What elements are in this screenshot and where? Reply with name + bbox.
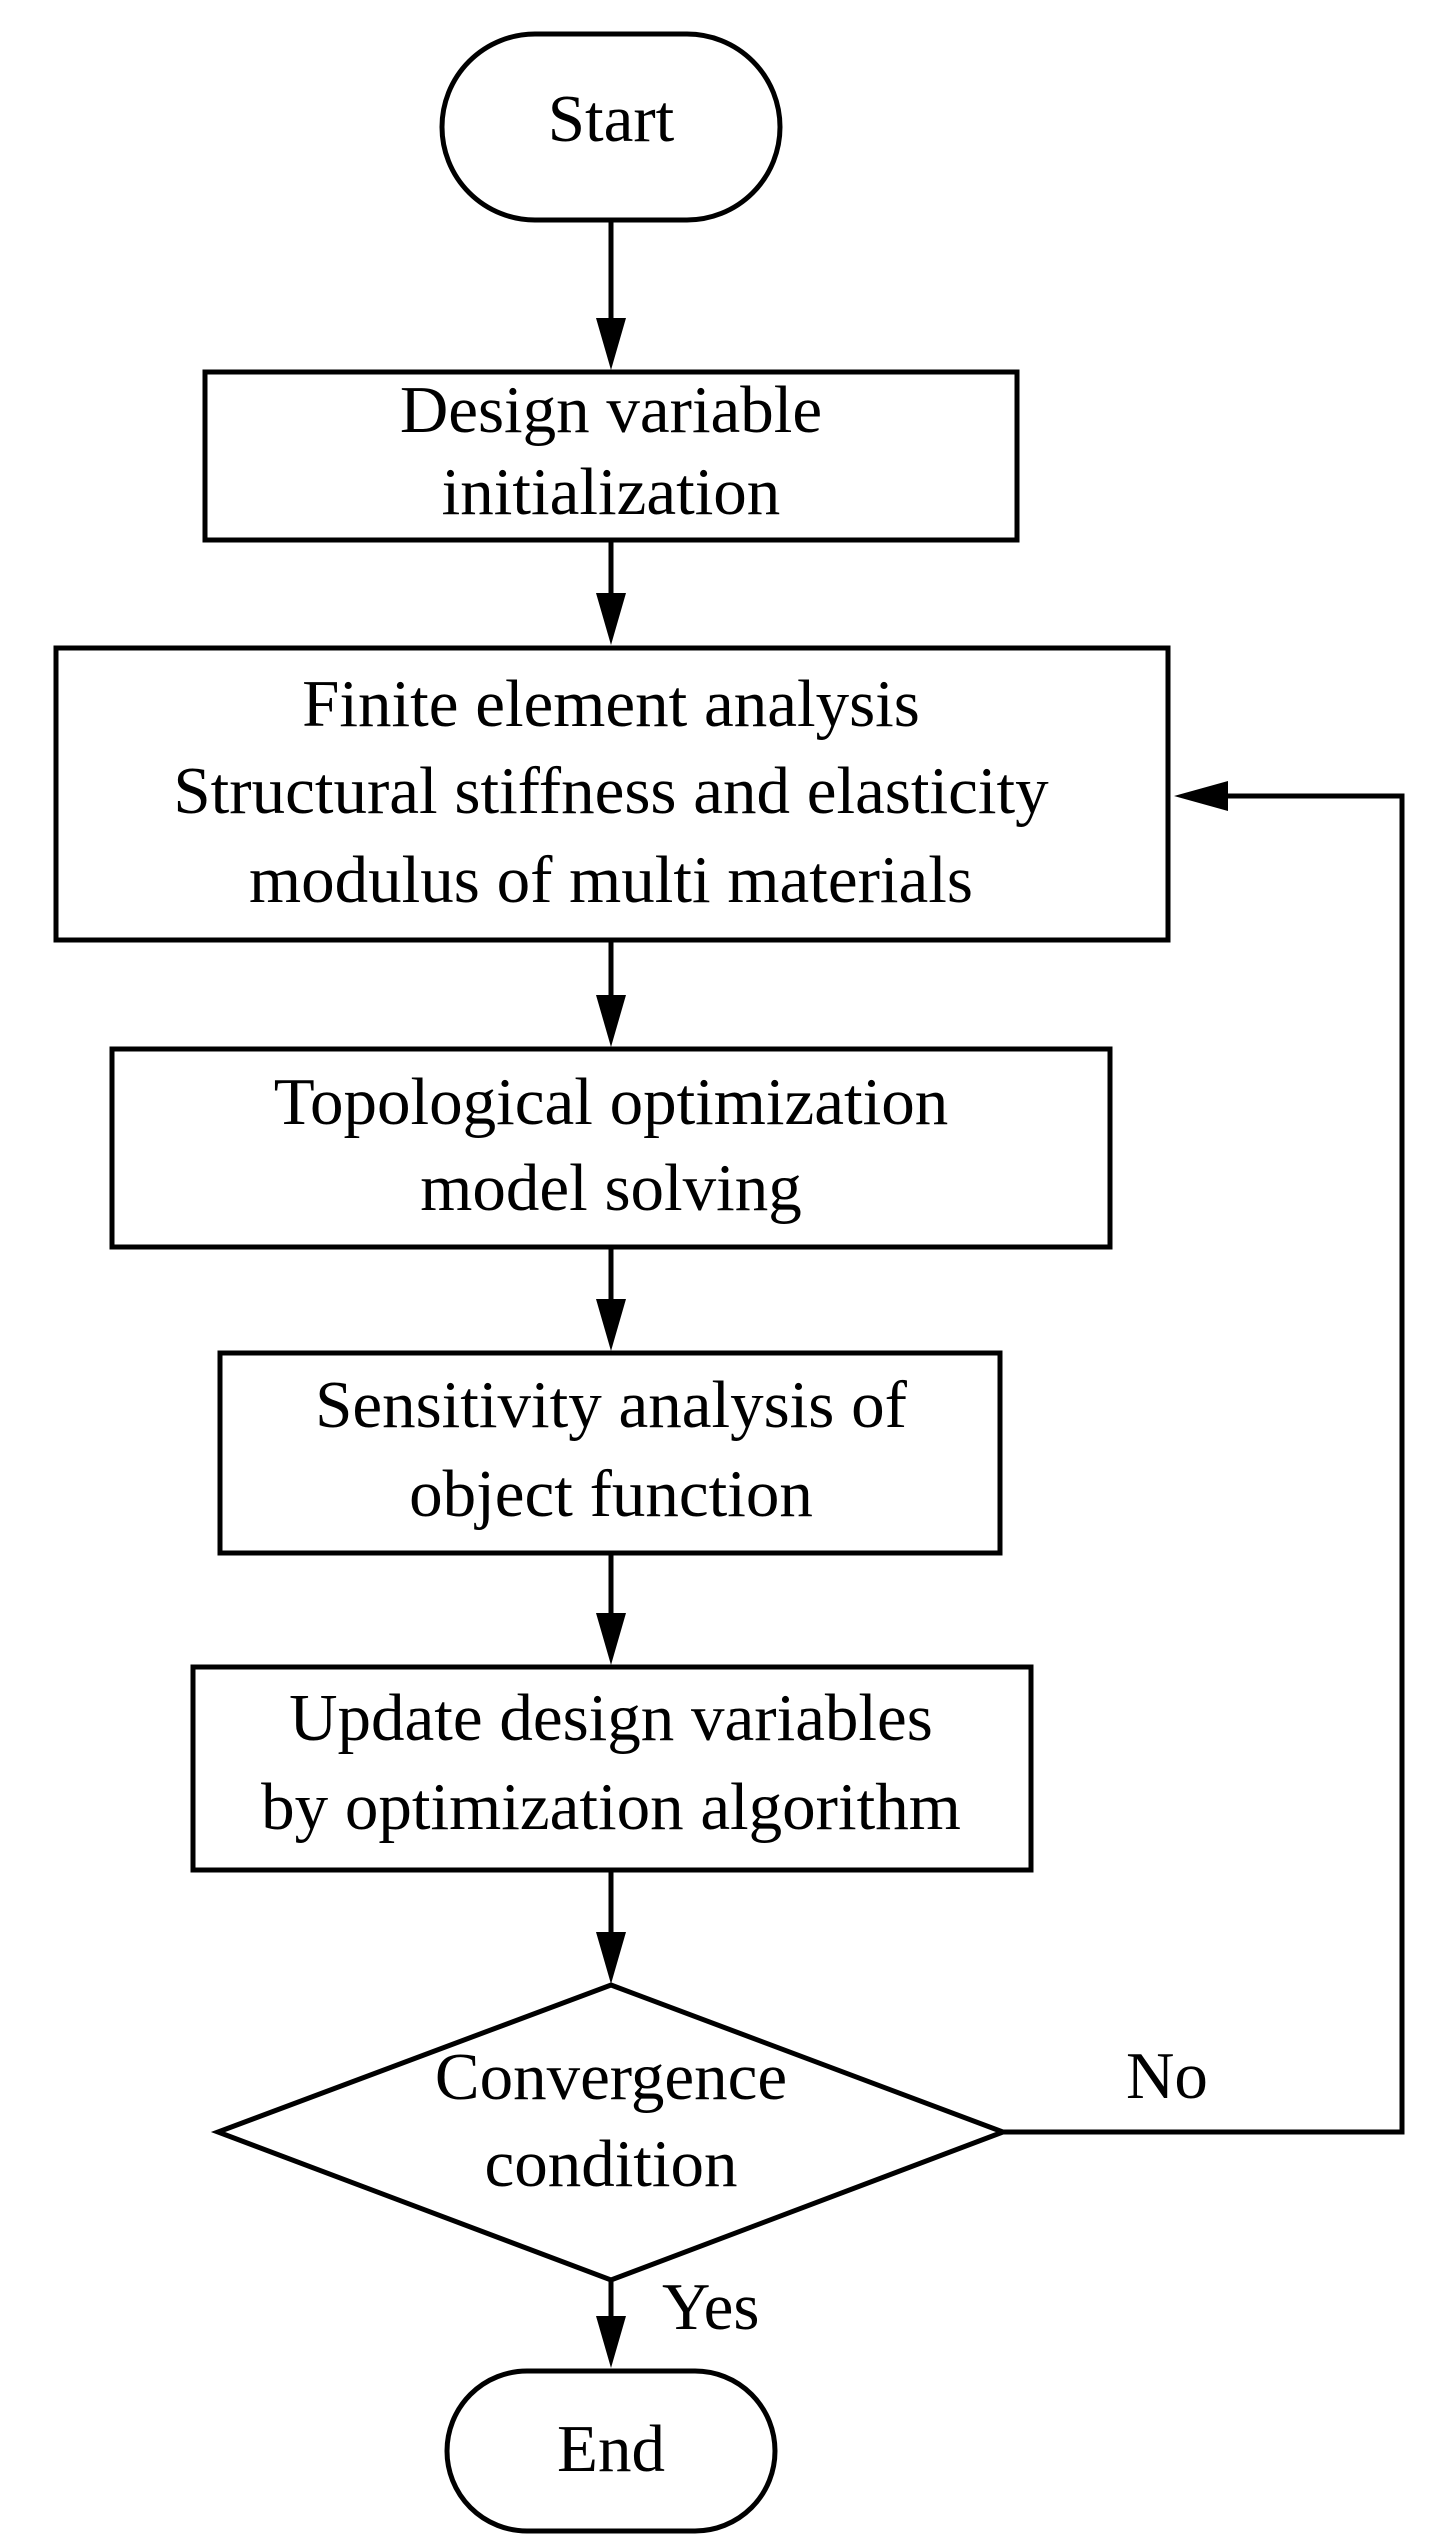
end-label: End [557, 2412, 665, 2486]
decision-convergence-condition: Convergence condition [210, 1982, 1011, 2283]
arrow-topology-to-sensitivity [596, 1249, 626, 1351]
step-design-variable-initialization: Design variable initialization [202, 369, 1020, 543]
step-4-line-2: object function [409, 1457, 813, 1531]
step-3-line-2: model solving [420, 1151, 802, 1225]
step-finite-element-analysis: Finite element analysis Structural stiff… [53, 645, 1171, 943]
arrow-start-to-init [596, 222, 626, 370]
step-2-line-2: Structural stiffness and elasticity [173, 754, 1049, 828]
step-4-line-1: Sensitivity analysis of [315, 1368, 908, 1442]
yes-label: Yes [662, 2270, 760, 2344]
decision-line-2: condition [484, 2127, 737, 2201]
step-topological-optimization: Topological optimization model solving [109, 1046, 1113, 1250]
step-1-line-1: Design variable [400, 373, 822, 447]
start-label: Start [548, 82, 675, 156]
step-5-line-1: Update design variables [289, 1681, 933, 1755]
step-2-box [53, 645, 1171, 943]
arrow-yes-to-end [596, 2280, 626, 2368]
step-1-box [202, 369, 1020, 543]
step-update-design-variables: Update design variables by optimization … [190, 1664, 1034, 1873]
arrow-no-loop-to-fea [1003, 781, 1405, 2135]
step-2-line-3: modulus of multi materials [249, 843, 973, 917]
decision-line-1: Convergence [435, 2040, 787, 2114]
step-4-box [217, 1350, 1003, 1556]
step-5-line-2: by optimization algorithm [261, 1770, 961, 1844]
arrow-sensitivity-to-update [596, 1555, 626, 1665]
arrow-fea-to-topology [596, 942, 626, 1047]
start-node: Start [439, 31, 783, 223]
end-node-shape [444, 2368, 778, 2534]
step-sensitivity-analysis: Sensitivity analysis of object function [217, 1350, 1003, 1556]
step-3-line-1: Topological optimization [274, 1065, 948, 1139]
arrow-init-to-fea [596, 542, 626, 645]
step-5-box [190, 1664, 1034, 1873]
step-2-line-1: Finite element analysis [302, 667, 920, 741]
arrow-update-to-decision [596, 1872, 626, 1984]
step-1-line-2: initialization [442, 455, 781, 529]
start-node-shape [439, 31, 783, 223]
step-3-box [109, 1046, 1113, 1250]
no-label: No [1126, 2039, 1208, 2113]
end-node: End [444, 2368, 778, 2534]
